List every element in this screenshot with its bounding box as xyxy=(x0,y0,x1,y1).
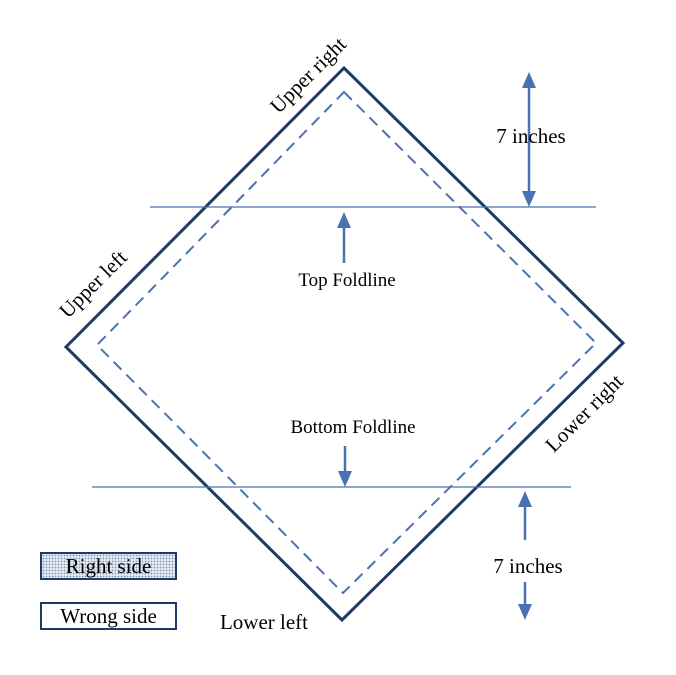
bottom-foldline-arrow xyxy=(338,446,352,487)
bottom-measurement-label: 7 inches xyxy=(493,554,562,578)
top-measurement-arrow xyxy=(522,72,536,207)
legend-wrong-side-label: Wrong side xyxy=(60,603,157,628)
bottom-measurement-arrow-down xyxy=(518,582,532,620)
legend-right-side: Right side xyxy=(40,552,177,580)
fabric-outline xyxy=(63,65,626,623)
legend-right-side-label: Right side xyxy=(65,553,152,578)
seam-line-dashed xyxy=(95,90,598,595)
top-measurement-label: 7 inches xyxy=(496,124,565,148)
top-foldline-label: Top Foldline xyxy=(298,270,395,291)
bottom-measurement-arrow-up xyxy=(518,491,532,540)
corner-label-lower-left: Lower left xyxy=(220,610,308,634)
bottom-foldline-label: Bottom Foldline xyxy=(290,417,415,438)
legend-wrong-side: Wrong side xyxy=(40,602,177,630)
corner-label-upper-left: Upper left xyxy=(54,245,132,323)
top-foldline-arrow xyxy=(337,212,351,263)
